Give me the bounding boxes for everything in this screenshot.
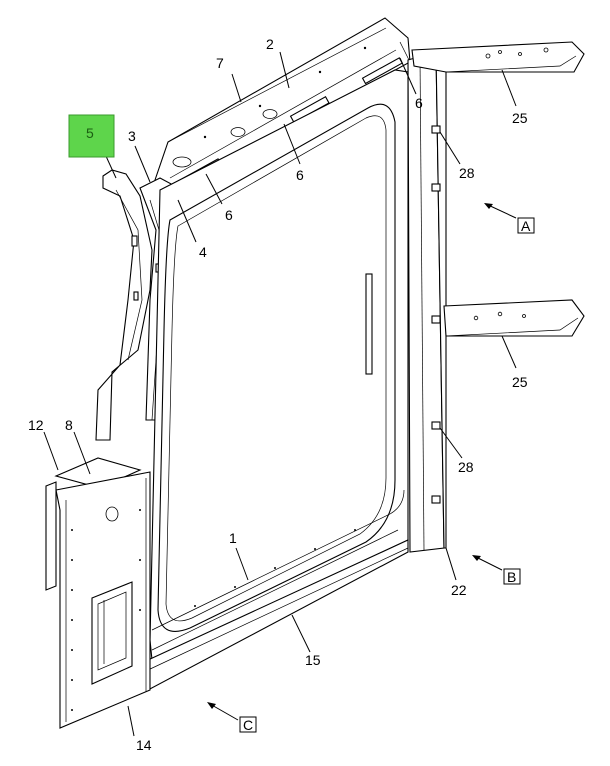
view-label-c[interactable]: C [239,716,257,733]
callout-14[interactable]: 14 [136,737,152,753]
view-label-a[interactable]: A [517,217,535,234]
callout-5[interactable]: 5 [86,125,94,141]
callout-2[interactable]: 2 [266,36,274,52]
hinge-arm-upper [411,41,585,73]
callout-25-upper[interactable]: 25 [512,110,528,126]
callout-6-left[interactable]: 6 [225,207,233,223]
callout-15[interactable]: 15 [305,652,321,668]
callout-25-lower[interactable]: 25 [512,374,528,390]
callout-28-lower[interactable]: 28 [458,459,474,475]
callout-labels: 5 3 7 2 6 6 6 4 25 28 25 28 12 8 1 22 15… [28,36,528,753]
callout-6-mid[interactable]: 6 [296,167,304,183]
top-header-rail [154,17,411,193]
view-label-c-text: C [243,717,253,733]
callout-28-upper[interactable]: 28 [459,165,475,181]
view-arrows [207,203,517,721]
lower-panel [45,457,151,729]
hinge-arm-lower [443,299,585,337]
callout-8[interactable]: 8 [65,417,73,433]
callout-1[interactable]: 1 [229,530,237,546]
view-label-b[interactable]: B [503,568,521,585]
highlight-callout-5-box [68,114,115,158]
hinge-post [407,51,447,553]
callout-4[interactable]: 4 [199,244,207,260]
view-label-a-text: A [521,218,531,234]
leader-lines [43,51,517,737]
callout-6-top[interactable]: 6 [415,95,423,111]
callout-7[interactable]: 7 [216,55,224,71]
callout-22[interactable]: 22 [451,582,467,598]
view-label-b-text: B [507,569,516,585]
callout-3[interactable]: 3 [128,128,136,144]
callout-12[interactable]: 12 [28,417,44,433]
